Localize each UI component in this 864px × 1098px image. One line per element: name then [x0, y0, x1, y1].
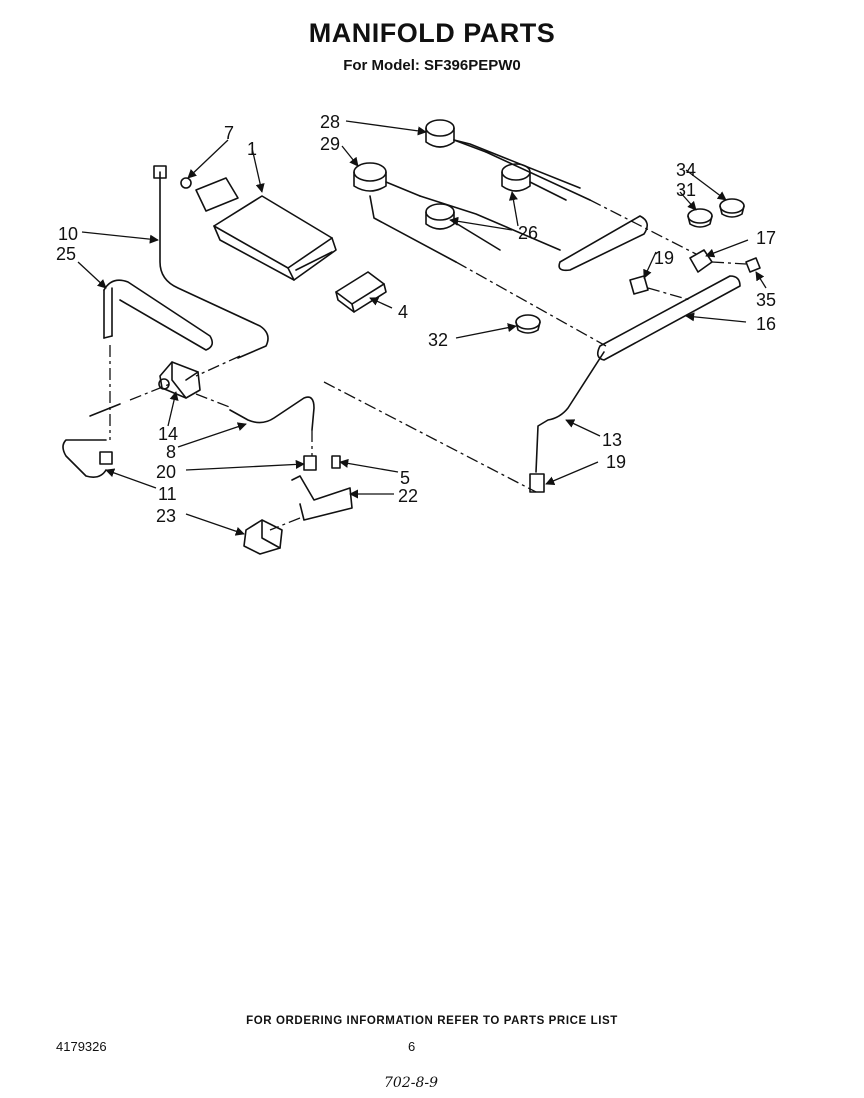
orifice-fitting-right [745, 257, 761, 273]
burner-bracket-part [335, 271, 387, 313]
callout-label: 26 [518, 223, 538, 243]
callout-label: 31 [676, 180, 696, 200]
callout-label: 32 [428, 330, 448, 350]
callout-label: 1 [247, 139, 257, 159]
callout-label: 10 [58, 224, 78, 244]
broil-tube-fitting [99, 451, 113, 465]
control-knob-34 [719, 198, 745, 218]
manifold-pipe-part [558, 215, 741, 361]
ordering-info-footer: FOR ORDERING INFORMATION REFER TO PARTS … [246, 1015, 618, 1027]
callout-label: 28 [320, 112, 340, 132]
callout-label: 34 [676, 160, 696, 180]
callout-label: 29 [320, 134, 340, 154]
callout-leaders [77, 120, 767, 536]
oven-tube-fitting [153, 165, 167, 179]
callout-label: 19 [606, 452, 626, 472]
callout-labels: 1 4 5 7 8 10 11 13 14 16 17 19 19 20 22 … [56, 112, 776, 526]
callout-label: 19 [654, 248, 674, 268]
callout-label: 5 [400, 468, 410, 488]
callout-label: 13 [602, 430, 622, 450]
callout-label: 16 [756, 314, 776, 334]
oven-valve-part [158, 361, 201, 399]
orifice-fitting-upper [629, 275, 649, 295]
callout-label: 8 [166, 442, 176, 462]
callout-label: 20 [156, 462, 176, 482]
control-knob-31 [687, 208, 713, 228]
callout-label: 4 [398, 302, 408, 322]
surface-burner-front-left [353, 162, 421, 197]
page-number: 6 [408, 1039, 416, 1054]
model-subtitle: For Model: SF396PEPW0 [343, 57, 521, 74]
assembly-lines [109, 199, 747, 531]
oven-burner-part [180, 177, 337, 281]
control-knob-32 [515, 314, 541, 334]
callout-label: 11 [158, 484, 177, 504]
oven-gas-tube [159, 171, 269, 359]
pressure-regulator-assembly [243, 455, 353, 555]
surface-burner-front-right [425, 203, 501, 251]
main-gas-tube [535, 351, 605, 473]
document-number: 4179326 [56, 1039, 107, 1054]
burner-tubes [369, 139, 591, 263]
callout-label: 22 [398, 486, 418, 506]
handwritten-code: 702-8-9 [384, 1075, 438, 1091]
callout-label: 23 [156, 506, 176, 526]
callout-label: 17 [756, 228, 776, 248]
callout-label: 7 [224, 123, 234, 143]
regulator-gas-tube [229, 396, 315, 431]
callout-label: 35 [756, 290, 776, 310]
main-tube-fitting [529, 473, 545, 493]
broil-gas-tube [62, 403, 121, 478]
callout-label: 14 [158, 424, 178, 444]
broil-burner-part [103, 279, 214, 351]
callout-label: 25 [56, 244, 76, 264]
page-title: MANIFOLD PARTS [308, 18, 556, 48]
